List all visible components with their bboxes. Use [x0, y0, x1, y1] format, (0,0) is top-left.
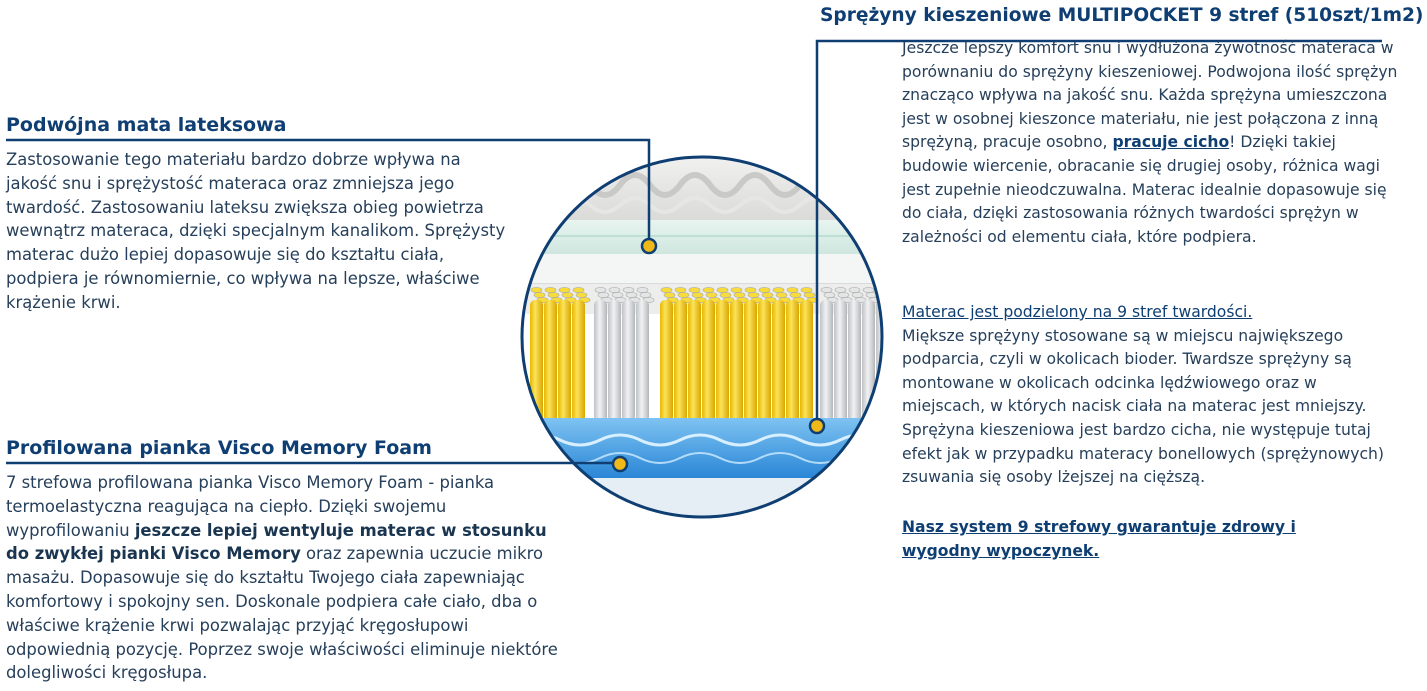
- pocket-spring: [608, 300, 621, 422]
- spring-cap: [530, 287, 543, 293]
- spring-cap: [677, 292, 690, 298]
- spring-cap: [848, 287, 861, 293]
- spring-cap: [758, 287, 771, 293]
- spring-cap: [879, 292, 882, 298]
- spring-cap: [705, 292, 718, 298]
- spring-cap: [561, 292, 574, 298]
- spring-cap: [660, 287, 673, 293]
- latex-description: Zastosowanie tego materiału bardzo dobrz…: [6, 150, 506, 312]
- spring-cap: [719, 292, 732, 298]
- spring-cap: [851, 292, 864, 298]
- spring-cap: [733, 292, 746, 298]
- spring-cap: [625, 292, 638, 298]
- pocket-spring: [622, 300, 635, 422]
- quiet-link[interactable]: pracuje cicho: [1112, 133, 1230, 152]
- spring-cap: [533, 292, 546, 298]
- zones-text: Miększe sprężyny stosowane są w miejscu …: [902, 326, 1384, 487]
- pocket-spring: [730, 300, 743, 422]
- spring-cap: [547, 292, 560, 298]
- system-guarantee: Nasz system 9 strefowy gwarantuje zdrowy…: [902, 516, 1372, 563]
- spring-cap: [597, 292, 610, 298]
- spring-cap: [558, 287, 571, 293]
- spring-cap: [786, 287, 799, 293]
- spring-cap: [803, 292, 816, 298]
- spring-cap: [876, 287, 882, 293]
- spring-cap: [716, 287, 729, 293]
- pocket-spring: [660, 300, 673, 422]
- pocket-spring: [558, 300, 571, 422]
- pocket-spring: [636, 300, 649, 422]
- visco-text-start: 7 strefowa profilowana pianka Visco Memo…: [6, 473, 495, 540]
- spring-cap: [820, 287, 833, 293]
- zones-heading-link[interactable]: Materac jest podzielony na 9 stref tward…: [902, 303, 1253, 321]
- spring-cap: [639, 292, 652, 298]
- pocket-spring: [530, 300, 543, 422]
- pocket-spring: [572, 300, 585, 422]
- pocket-spring: [862, 300, 875, 422]
- spring-cap: [747, 292, 760, 298]
- pocket-spring: [688, 300, 701, 422]
- spring-cap: [744, 287, 757, 293]
- springs-text-end: ! Dzięki takiej budowie wiercenie, obrac…: [902, 133, 1387, 246]
- pocket-spring: [820, 300, 833, 422]
- pocket-spring: [744, 300, 757, 422]
- spring-cap: [789, 292, 802, 298]
- springs-text-start: Jeszcze lepszy komfort snu i wydłużona ż…: [902, 39, 1398, 152]
- visco-title: Profilowana pianka Visco Memory Foam: [6, 437, 432, 459]
- pocket-spring: [702, 300, 715, 422]
- visco-marker: [611, 455, 629, 473]
- spring-cap: [636, 287, 649, 293]
- pocket-spring: [716, 300, 729, 422]
- springs-description: Jeszcze lepszy komfort snu i wydłużona ż…: [902, 37, 1398, 249]
- latex-marker: [640, 237, 658, 255]
- spring-cap: [544, 287, 557, 293]
- spring-cap: [663, 292, 676, 298]
- visco-text-end: oraz zapewnia uczucie mikro masażu. Dopa…: [6, 544, 558, 683]
- pocket-spring: [544, 300, 557, 422]
- springs-marker: [808, 417, 826, 435]
- magnifier-circle: [520, 155, 884, 519]
- springs-connector-line: [815, 39, 1382, 424]
- spring-cap: [608, 287, 621, 293]
- spring-cap: [730, 287, 743, 293]
- pocket-spring: [772, 300, 785, 422]
- spring-cap: [883, 297, 894, 302]
- spring-cap: [674, 287, 687, 293]
- spring-cap: [691, 292, 704, 298]
- spring-cap: [688, 287, 701, 293]
- pocket-spring: [594, 300, 607, 422]
- spring-cap: [575, 292, 588, 298]
- spring-cap: [594, 287, 607, 293]
- zones-paragraph: Materac jest podzielony na 9 stref tward…: [902, 301, 1398, 490]
- pocket-spring: [758, 300, 771, 422]
- mattress-cross-section: [522, 157, 894, 517]
- spring-cap: [823, 292, 836, 298]
- latex-connector-line: [6, 138, 651, 245]
- pocket-spring: [848, 300, 861, 422]
- visco-description: 7 strefowa profilowana pianka Visco Memo…: [6, 471, 558, 685]
- system-guarantee-link[interactable]: Nasz system 9 strefowy gwarantuje zdrowy…: [902, 518, 1296, 560]
- spring-cap: [775, 292, 788, 298]
- spring-cap: [800, 287, 813, 293]
- pocket-spring: [800, 300, 813, 422]
- pocket-spring: [786, 300, 799, 422]
- spring-cap: [572, 287, 585, 293]
- pocket-spring: [674, 300, 687, 422]
- visco-text-bold: jeszcze lepiej wentyluje materac w stosu…: [6, 520, 547, 564]
- spring-cap: [622, 287, 635, 293]
- pocket-spring: [834, 300, 847, 422]
- spring-cap: [837, 292, 850, 298]
- spring-cap: [772, 287, 785, 293]
- spring-cap: [702, 287, 715, 293]
- latex-title: Podwójna mata lateksowa: [6, 114, 287, 136]
- spring-cap: [611, 292, 624, 298]
- spring-cap: [761, 292, 774, 298]
- springs-title: Sprężyny kieszeniowe MULTIPOCKET 9 stref…: [820, 5, 1424, 26]
- spring-cap: [834, 287, 847, 293]
- spring-cap: [862, 287, 875, 293]
